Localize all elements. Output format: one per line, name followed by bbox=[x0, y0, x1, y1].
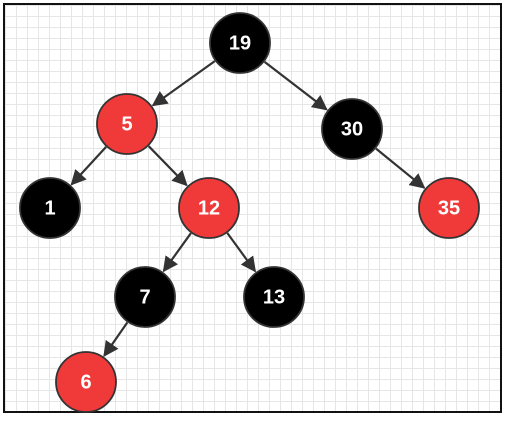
tree-node-6: 6 bbox=[55, 351, 117, 413]
node-label: 19 bbox=[229, 32, 251, 54]
node-circle-red bbox=[55, 351, 117, 413]
node-circle-black bbox=[243, 266, 305, 328]
edge-arrow bbox=[226, 232, 257, 273]
tree-node-35: 35 bbox=[418, 177, 480, 239]
node-circle-black bbox=[321, 98, 383, 160]
node-label: 7 bbox=[139, 286, 150, 308]
node-circle-red bbox=[418, 177, 480, 239]
tree-node-12: 12 bbox=[178, 177, 240, 239]
edge-arrow bbox=[263, 61, 328, 111]
tree-node-5: 5 bbox=[96, 93, 158, 155]
node-label: 6 bbox=[80, 371, 91, 393]
node-label: 35 bbox=[438, 197, 460, 219]
tree-node-19: 19 bbox=[209, 12, 271, 74]
node-circle-black bbox=[114, 266, 176, 328]
node-label: 12 bbox=[198, 197, 220, 219]
nodes-layer: 19 5 30 1 12 35 7 13 6 bbox=[19, 12, 480, 413]
node-circle-black bbox=[19, 177, 81, 239]
edge-arrow bbox=[151, 60, 216, 107]
tree-node-1: 1 bbox=[19, 177, 81, 239]
node-circle-black bbox=[209, 12, 271, 74]
node-label: 5 bbox=[121, 113, 132, 135]
tree-node-13: 13 bbox=[243, 266, 305, 328]
tree-node-7: 7 bbox=[114, 266, 176, 328]
node-circle-red bbox=[178, 177, 240, 239]
edges-layer bbox=[70, 60, 426, 357]
node-label: 13 bbox=[263, 286, 285, 308]
node-label: 30 bbox=[341, 118, 363, 140]
diagram-canvas bbox=[3, 3, 502, 413]
edge-arrow bbox=[147, 145, 188, 187]
edge-arrow bbox=[375, 147, 426, 189]
edge-arrow bbox=[70, 146, 107, 186]
tree-node-30: 30 bbox=[321, 98, 383, 160]
node-circle-red bbox=[96, 93, 158, 155]
edge-arrow bbox=[162, 232, 192, 273]
node-label: 1 bbox=[44, 197, 55, 219]
edge-arrow bbox=[103, 321, 129, 357]
